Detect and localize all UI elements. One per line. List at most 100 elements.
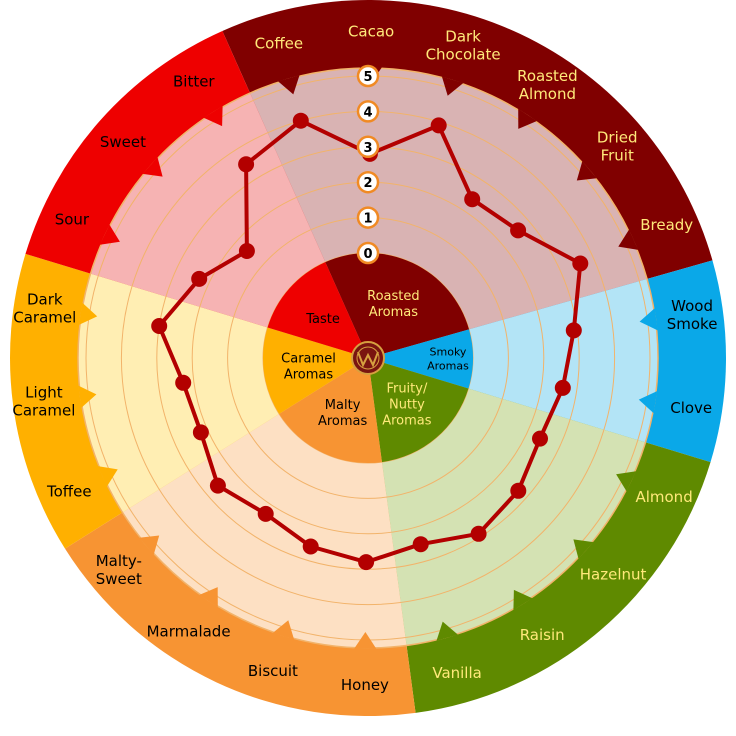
inner-segment-smoky-aromas xyxy=(368,278,659,443)
attribute-label-bready: Bready xyxy=(640,216,693,234)
triangle-tick-icon xyxy=(638,391,658,414)
data-point-vanilla xyxy=(412,536,429,553)
triangle-tick-icon xyxy=(272,620,295,640)
scale-tick-1: 1 xyxy=(356,206,380,229)
triangle-tick-icon xyxy=(573,539,594,559)
data-point-clove xyxy=(554,379,571,396)
series-layer xyxy=(151,112,589,571)
data-point-toffee xyxy=(192,424,209,441)
triangle-tick-icon xyxy=(513,589,533,611)
scale-label: 3 xyxy=(363,141,372,156)
triangle-tick-icon xyxy=(78,385,97,408)
hub-segment-fruity-nutty-aromas xyxy=(368,358,469,463)
scale-label: 5 xyxy=(363,70,372,85)
data-point-hazelnut xyxy=(510,482,527,499)
data-point-dark-caramel xyxy=(151,318,168,334)
scale-label: 4 xyxy=(363,105,372,120)
triangle-tick-icon xyxy=(616,471,637,492)
hub-segment-roasted-aromas xyxy=(325,253,470,358)
attribute-label-marmalade: Marmalade xyxy=(147,623,231,641)
scale-badge xyxy=(356,100,380,123)
attribute-label-bitter: Bitter xyxy=(173,73,215,91)
attribute-label-malty-sweet: Malty-Sweet xyxy=(96,552,142,588)
data-point-roasted-almond xyxy=(464,191,481,208)
data-point-coffee xyxy=(292,112,309,129)
data-point-bitter xyxy=(238,156,255,173)
attribute-label-sour: Sour xyxy=(55,211,90,229)
data-point-dried-fruit xyxy=(510,222,527,239)
scale-tick-5: 5 xyxy=(356,64,380,88)
attribute-label-coffee: Coffee xyxy=(255,35,303,53)
data-point-sweet xyxy=(238,243,255,259)
data-point-wood-smoke xyxy=(565,322,582,339)
data-point-dark-chocolate xyxy=(430,117,447,134)
triangle-tick-icon xyxy=(354,632,377,649)
attribute-label-sweet: Sweet xyxy=(100,133,146,151)
scale-badge xyxy=(356,170,380,194)
data-point-raisin xyxy=(470,525,487,542)
hub-segment-malty-aromas xyxy=(279,358,382,464)
hub-layer xyxy=(263,253,473,464)
scale-badge xyxy=(356,206,380,229)
scale-tick-4: 4 xyxy=(356,100,380,123)
triangle-tick-icon xyxy=(576,161,597,181)
data-point-bready xyxy=(572,255,589,272)
hub-segment-smoky-aromas xyxy=(368,329,473,389)
scale-badge xyxy=(356,64,380,88)
data-point-biscuit xyxy=(302,538,319,555)
attribute-label-hazelnut: Hazelnut xyxy=(580,566,647,584)
data-point-light-caramel xyxy=(175,374,192,391)
data-point-malty-sweet xyxy=(209,477,226,494)
center-layer xyxy=(351,341,385,375)
hub-segment-caramel-aromas xyxy=(263,327,368,414)
data-point-honey xyxy=(358,554,375,571)
attribute-label-raisin: Raisin xyxy=(520,626,565,644)
attribute-label-biscuit: Biscuit xyxy=(248,662,298,680)
triangle-tick-icon xyxy=(278,75,300,95)
triangle-tick-icon xyxy=(97,466,118,487)
scale-badge xyxy=(356,241,380,265)
triangle-tick-icon xyxy=(203,105,223,127)
data-point-almond xyxy=(532,430,548,447)
attribute-label-cacao: Cacao xyxy=(348,22,394,40)
brand-emblem-icon xyxy=(351,341,385,375)
triangle-tick-icon xyxy=(99,224,120,245)
attribute-label-almond: Almond xyxy=(635,488,692,506)
triangle-tick-icon xyxy=(78,302,98,325)
triangle-tick-icon xyxy=(199,587,218,608)
scale-tick-2: 2 xyxy=(356,170,380,194)
triangle-tick-icon xyxy=(639,308,658,331)
triangle-tick-icon xyxy=(436,621,458,641)
scale-label: 2 xyxy=(363,176,372,191)
scale-label: 1 xyxy=(363,212,372,227)
scale-tick-0: 0 xyxy=(356,241,380,265)
triangle-tick-icon xyxy=(618,229,639,250)
attribute-label-toffee: Toffee xyxy=(46,482,92,500)
triangle-tick-icon xyxy=(139,535,160,555)
attribute-label-clove: Clove xyxy=(670,399,712,417)
scale-label: 0 xyxy=(363,247,372,262)
attribute-label-vanilla: Vanilla xyxy=(432,664,482,682)
category-label-taste: Taste xyxy=(305,312,340,327)
scale-badge xyxy=(356,135,380,159)
scale-tick-3: 3 xyxy=(356,135,380,159)
attribute-label-honey: Honey xyxy=(341,676,389,694)
triangle-tick-icon xyxy=(518,108,537,129)
triangle-tick-icon xyxy=(441,76,464,96)
scale-layer: 0 1 2 3 4 5 xyxy=(356,64,380,265)
hub-segment-taste xyxy=(267,262,368,358)
inner-segment-caramel-aromas xyxy=(77,273,368,513)
